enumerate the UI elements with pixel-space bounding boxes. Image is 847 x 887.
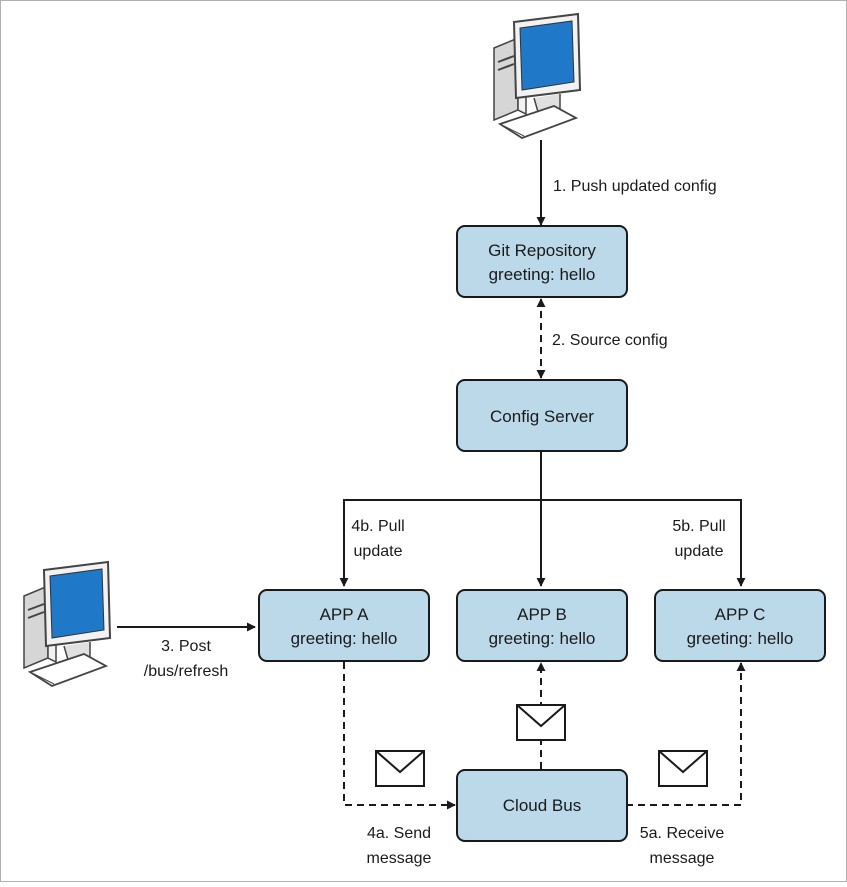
app-b-greeting: greeting: hello [489, 629, 596, 648]
label-post-line1: 3. Post [161, 638, 211, 655]
app-c-greeting: greeting: hello [687, 629, 794, 648]
node-app-c: APP C greeting: hello [654, 589, 826, 662]
label-pull-a-line1: 4b. Pull [351, 518, 404, 535]
node-git-repository: Git Repository greeting: hello [456, 225, 628, 298]
label-send-line1: 4a. Send [367, 825, 431, 842]
node-app-b: APP B greeting: hello [456, 589, 628, 662]
node-cloud-bus: Cloud Bus [456, 769, 628, 842]
label-receive-line1: 5a. Receive [640, 825, 725, 842]
node-config-server: Config Server [456, 379, 628, 452]
label-receive-line2: message [650, 850, 715, 867]
label-send-line2: message [367, 850, 432, 867]
node-app-a: APP A greeting: hello [258, 589, 430, 662]
label-pull-c-line1: 5b. Pull [672, 518, 725, 535]
config-server-title: Config Server [490, 407, 594, 426]
git-repo-greeting: greeting: hello [489, 265, 596, 284]
edge-send [343, 662, 456, 810]
app-b-title: APP B [517, 605, 567, 624]
app-a-greeting: greeting: hello [291, 629, 398, 648]
edge-pull-tree [339, 452, 746, 587]
cloud-bus-title: Cloud Bus [503, 796, 581, 815]
label-post-line2: /bus/refresh [144, 663, 228, 680]
computer-icon [493, 12, 582, 139]
label-push: 1. Push updated config [553, 178, 717, 195]
label-pull-a-line2: update [354, 543, 403, 560]
computer-icon [23, 560, 112, 687]
label-source-config: 2. Source config [552, 332, 668, 349]
app-c-title: APP C [715, 605, 766, 624]
envelope-icon [658, 750, 708, 787]
edge-receive [626, 662, 746, 806]
git-repo-title: Git Repository [488, 241, 596, 260]
label-pull-c-line2: update [675, 543, 724, 560]
envelope-icon [375, 750, 425, 787]
envelope-icon [516, 704, 566, 741]
app-a-title: APP A [320, 605, 369, 624]
